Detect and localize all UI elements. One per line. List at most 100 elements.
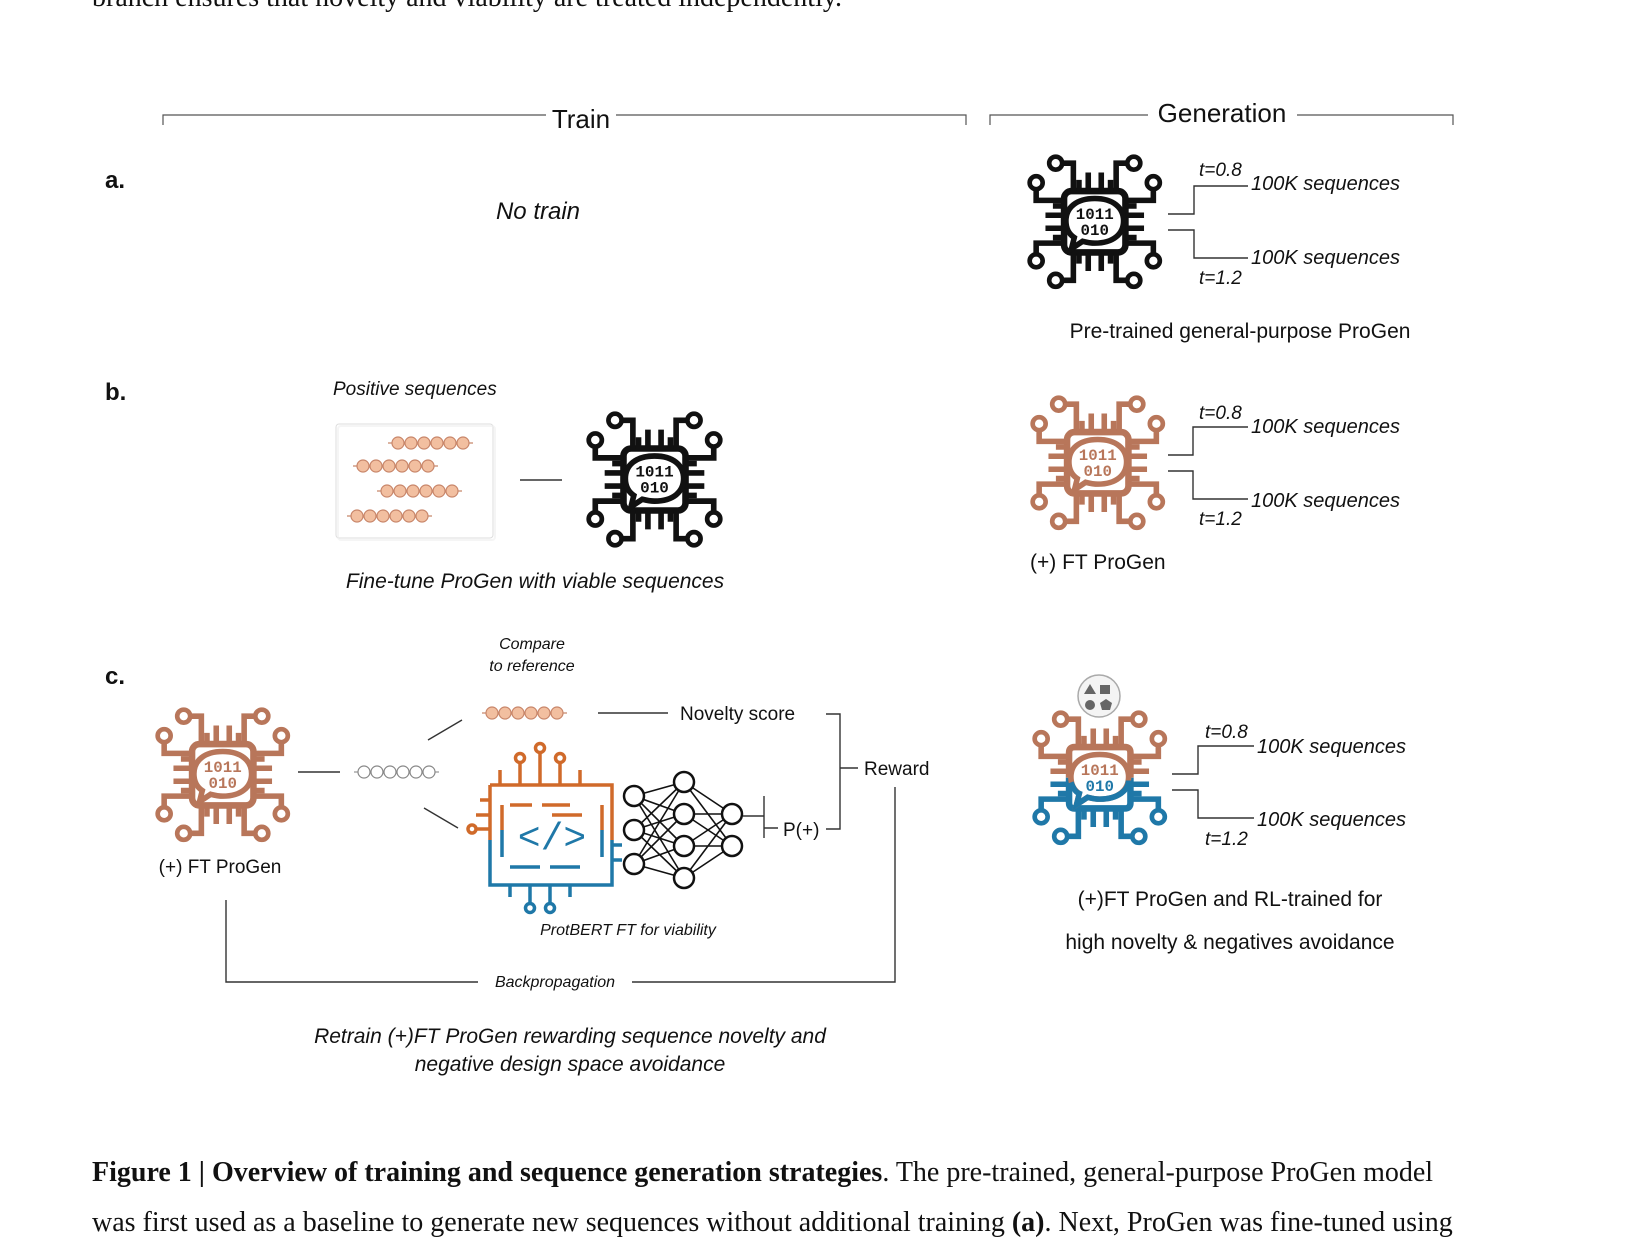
seq-low-a: 100K sequences: [1251, 247, 1400, 269]
bead: [456, 436, 470, 450]
novelty-score-label: Novelty score: [680, 704, 795, 725]
backprop-label: Backpropagation: [495, 974, 615, 991]
neural-network-icon: [622, 770, 744, 890]
temp-low-c: t=1.2: [1205, 829, 1248, 850]
bead: [485, 706, 499, 720]
caption-line-2: was first used as a baseline to generate…: [92, 1198, 1552, 1248]
bead: [383, 765, 397, 779]
bead: [406, 484, 420, 498]
temperature-branch-c: [1172, 745, 1254, 819]
bead: [511, 706, 525, 720]
network-node: [672, 834, 696, 858]
seq-high-a: 100K sequences: [1251, 173, 1400, 195]
network-node: [622, 818, 646, 842]
ppos-label: P(+): [783, 820, 819, 841]
model-label-a: Pre-trained general-purpose ProGen: [1070, 320, 1411, 343]
fine-tune-caption: Fine-tune ProGen with viable sequences: [346, 570, 725, 593]
bead: [393, 484, 407, 498]
bead: [498, 706, 512, 720]
network-node: [720, 834, 744, 858]
network-edges: [633, 781, 733, 879]
network-edge: [633, 829, 685, 879]
network-edge: [683, 813, 733, 879]
shapes-icon: [1077, 674, 1121, 718]
network-node: [672, 866, 696, 890]
chip-icon: [589, 414, 721, 546]
bead: [382, 459, 396, 473]
bead-sequences: [347, 436, 473, 523]
code-icon: </>: [466, 741, 622, 915]
chip-icon: 1011 010: [1032, 710, 1168, 846]
retrain-caption-2: negative design space avoidance: [415, 1053, 726, 1076]
network-node: [622, 852, 646, 876]
generated-sequence: [354, 765, 439, 779]
network-edge: [633, 795, 685, 847]
bead: [363, 509, 377, 523]
bead: [396, 765, 410, 779]
bead: [417, 436, 431, 450]
compare-label-2: to reference: [489, 658, 574, 675]
bead: [380, 484, 394, 498]
bead: [422, 765, 436, 779]
model-label-b: (+) FT ProGen: [1030, 551, 1166, 574]
ppos-bracket: [743, 796, 778, 838]
network-edge: [633, 795, 685, 879]
bead: [369, 459, 383, 473]
caption-title: Figure 1 | Overview of training and sequ…: [92, 1157, 883, 1188]
top-text: branch ensures that novelty and viabilit…: [92, 0, 842, 14]
generation-header-label: Generation: [1158, 98, 1287, 128]
bead: [356, 459, 370, 473]
temp-high-c: t=0.8: [1205, 722, 1248, 743]
figure-caption: Figure 1 | Overview of training and sequ…: [92, 1148, 1552, 1248]
split-lines: [423, 719, 463, 829]
bead: [350, 509, 364, 523]
compare-label-1: Compare: [499, 636, 565, 653]
chip-icon: [1033, 398, 1163, 528]
seq-low-b: 100K sequences: [1251, 490, 1400, 512]
no-train-text: No train: [496, 198, 580, 225]
caption-line2-b: (a): [1011, 1207, 1045, 1238]
network-node: [672, 770, 696, 794]
bead: [432, 484, 446, 498]
train-header: Train: [162, 104, 967, 134]
network-edge: [633, 813, 685, 865]
bead: [419, 484, 433, 498]
network-node: [672, 802, 696, 826]
bead: [370, 765, 384, 779]
seq-high-b: 100K sequences: [1251, 416, 1400, 438]
network-edge: [633, 781, 685, 865]
backprop-loop: [225, 787, 896, 983]
temperature-branch-a: [1168, 185, 1248, 259]
bead: [408, 459, 422, 473]
temp-high-a: t=0.8: [1199, 160, 1242, 181]
bead: [537, 706, 551, 720]
temp-high-b: t=0.8: [1199, 403, 1242, 424]
seq-low-c: 100K sequences: [1257, 809, 1406, 831]
network-node: [720, 802, 744, 826]
model-left-label: (+) FT ProGen: [159, 857, 282, 878]
bead: [402, 509, 416, 523]
bead: [395, 459, 409, 473]
caption-line-1: Figure 1 | Overview of training and sequ…: [92, 1148, 1552, 1198]
bead: [550, 706, 564, 720]
svg-text:1011: 1011: [1081, 762, 1119, 780]
bead: [443, 436, 457, 450]
reward-label: Reward: [864, 759, 929, 780]
chip-icon: [158, 710, 288, 840]
train-header-label: Train: [552, 104, 610, 134]
network-node: [622, 784, 646, 808]
chip-icon: [1030, 157, 1160, 287]
bead: [404, 436, 418, 450]
svg-text:</>: </>: [518, 818, 586, 861]
bead: [415, 509, 429, 523]
model-label-c-2: high novelty & negatives avoidance: [1065, 931, 1394, 954]
bead: [389, 509, 403, 523]
panel-c-letter: c.: [105, 663, 125, 690]
caption-line2-c: . Next, ProGen was fine-tuned using: [1044, 1207, 1453, 1238]
reward-bracket: [826, 713, 858, 830]
bead: [376, 509, 390, 523]
temp-low-a: t=1.2: [1199, 268, 1242, 289]
bead: [430, 436, 444, 450]
retrain-caption-1: Retrain (+)FT ProGen rewarding sequence …: [314, 1025, 827, 1048]
seq-high-c: 100K sequences: [1257, 736, 1406, 758]
